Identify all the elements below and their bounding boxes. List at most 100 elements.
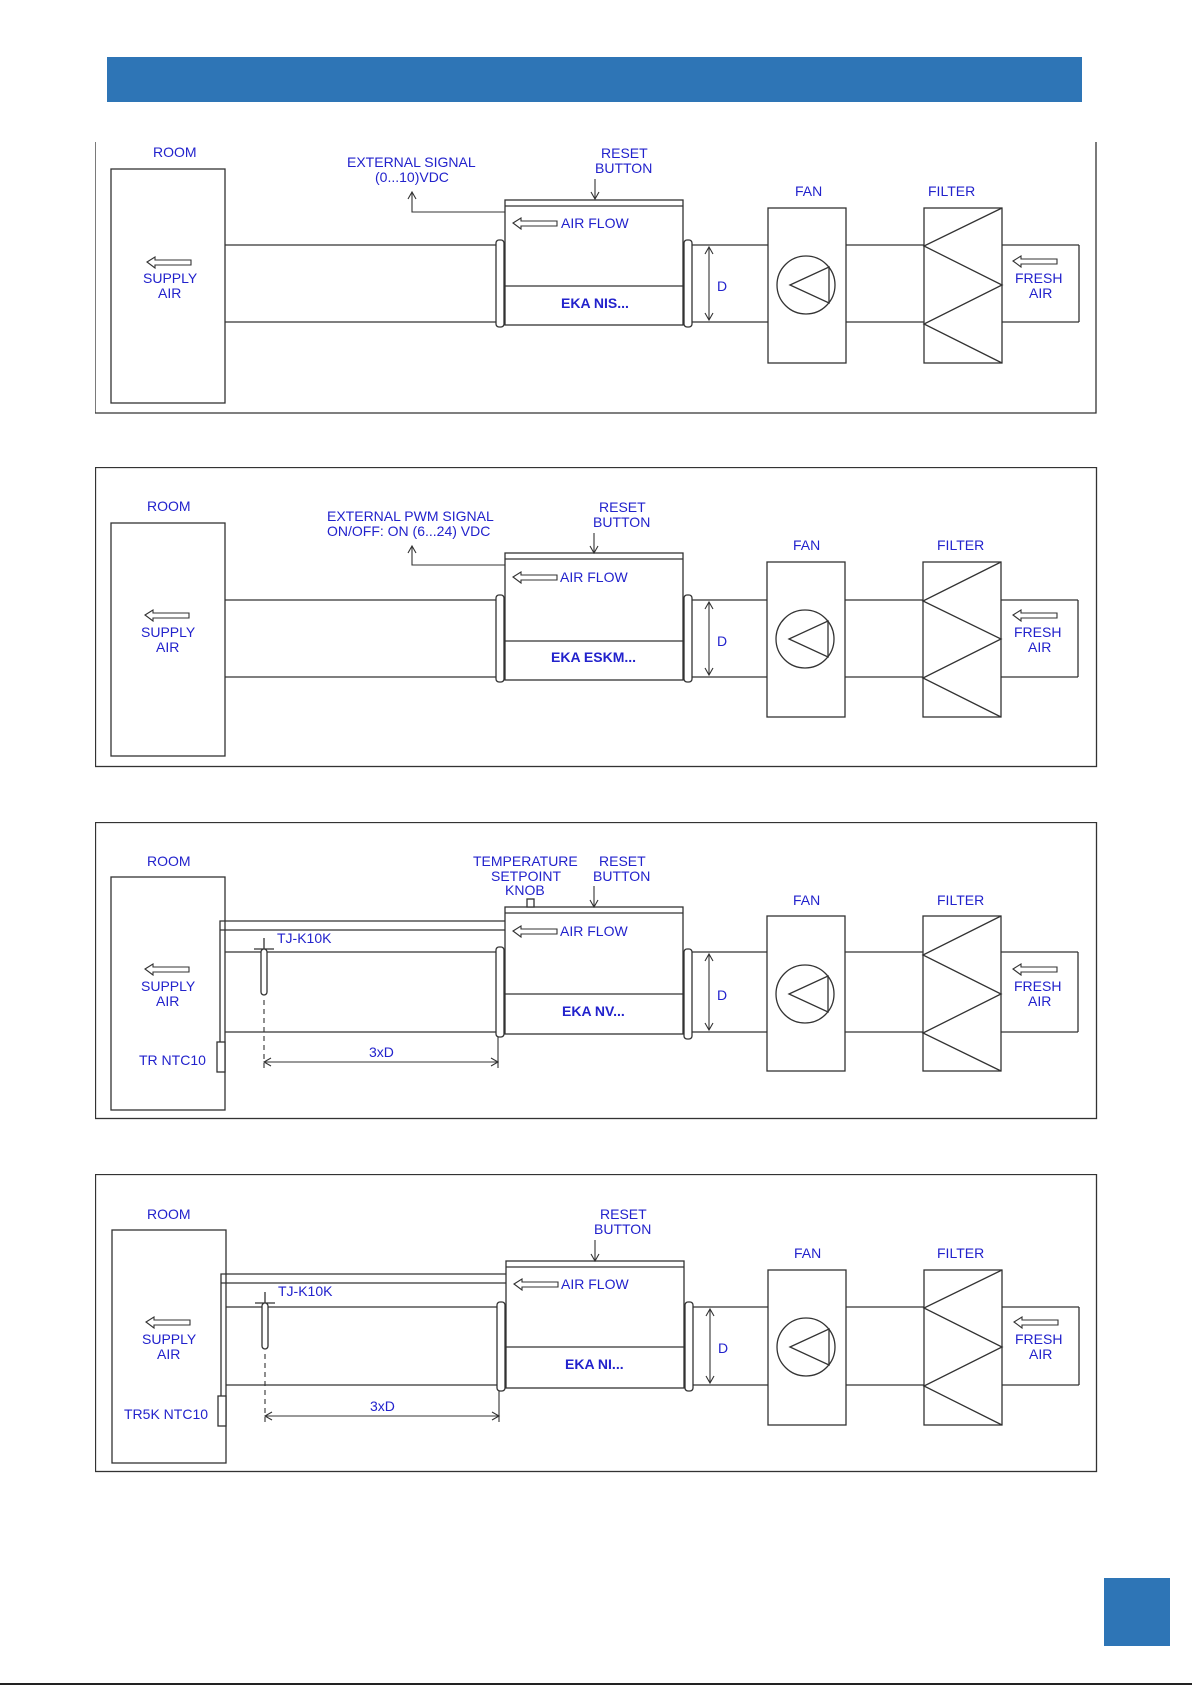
fan-label: FAN	[794, 1245, 821, 1261]
diagram-panel-1: ROOM SUPPLY AIR AIR FLOW EKA NIS... D EX…	[94, 142, 1098, 414]
signal-label-line1: EXTERNAL PWM SIGNAL	[327, 508, 494, 524]
knob-label-line2: SETPOINT	[491, 868, 561, 884]
airflow-arrow-icon	[513, 1278, 559, 1292]
airflow-label: AIR FLOW	[561, 215, 629, 231]
reset-label-line2: BUTTON	[593, 514, 650, 530]
supply-label-line1: SUPPLY	[141, 624, 196, 640]
airflow-label: AIR FLOW	[561, 1276, 629, 1292]
filter-unit	[922, 561, 1002, 718]
fan-unit	[767, 207, 847, 364]
room-label: ROOM	[147, 1206, 191, 1222]
fresh-arrow-icon	[1012, 609, 1058, 623]
fresh-label-line1: FRESH	[1014, 624, 1061, 640]
supply-arrow-icon	[144, 609, 190, 623]
fresh-label-line2: AIR	[1028, 993, 1051, 1009]
reset-arrow-icon	[589, 899, 599, 909]
airflow-arrow-icon	[512, 571, 558, 585]
controller-model-label: EKA ESKM...	[551, 649, 636, 665]
signal-arrow-icon	[407, 544, 417, 554]
reset-label-line1: RESET	[601, 145, 648, 161]
page-number-tab	[1104, 1578, 1170, 1646]
fan-label: FAN	[793, 537, 820, 553]
supply-label-line1: SUPPLY	[143, 270, 198, 286]
filter-label: FILTER	[937, 1245, 984, 1261]
supply-arrow-icon	[145, 1316, 191, 1330]
diagram-panel-2: ROOM SUPPLY AIR AIR FLOW EKA ESKM... D E…	[94, 466, 1098, 768]
filter-icon	[922, 207, 1004, 364]
reset-label-line1: RESET	[599, 499, 646, 515]
bottom-rule	[0, 1683, 1192, 1685]
reset-label-line2: BUTTON	[593, 868, 650, 884]
room-sensor-label: TR NTC10	[139, 1052, 206, 1068]
supply-label-line1: SUPPLY	[141, 978, 196, 994]
signal-label-line2: (0...10)VDC	[375, 169, 449, 185]
reset-label-line1: RESET	[600, 1206, 647, 1222]
signal-arrow-icon	[407, 190, 417, 200]
fan-unit	[766, 915, 846, 1072]
duct-sensor-icon	[261, 1302, 269, 1350]
signal-label-line2: ON/OFF: ON (6...24) VDC	[327, 523, 490, 539]
room-box	[111, 1229, 227, 1464]
fresh-label-line1: FRESH	[1015, 1331, 1062, 1347]
knob-label-line3: KNOB	[505, 882, 545, 898]
fan-icon	[775, 609, 835, 669]
controller-model-label: EKA NIS...	[561, 295, 629, 311]
filter-icon	[922, 1269, 1004, 1426]
distance-label: 3xD	[369, 1044, 394, 1060]
fresh-arrow-icon	[1012, 255, 1058, 269]
controller-unit	[504, 199, 684, 326]
fresh-arrow-icon	[1012, 963, 1058, 977]
reset-label-line2: BUTTON	[594, 1221, 651, 1237]
distance-label: 3xD	[370, 1398, 395, 1414]
fresh-label-line1: FRESH	[1014, 978, 1061, 994]
diameter-label: D	[717, 987, 727, 1003]
reset-arrow-icon	[589, 545, 599, 555]
fan-icon	[776, 1317, 836, 1377]
controller-model-label: EKA NI...	[565, 1356, 624, 1372]
knob-label-line1: TEMPERATURE	[473, 853, 578, 869]
reset-label-line2: BUTTON	[595, 160, 652, 176]
filter-icon	[921, 915, 1003, 1072]
fresh-label-line2: AIR	[1029, 285, 1052, 301]
supply-arrow-icon	[144, 963, 190, 977]
fan-icon	[775, 964, 835, 1024]
supply-label-line2: AIR	[157, 1346, 180, 1362]
fan-label: FAN	[795, 183, 822, 199]
filter-unit	[922, 915, 1002, 1072]
supply-label-line2: AIR	[158, 285, 181, 301]
reset-arrow-icon	[590, 191, 600, 201]
room-sensor-icon	[217, 1395, 227, 1427]
supply-arrow-icon	[146, 256, 192, 270]
duct-sensor-label: TJ-K10K	[278, 1283, 333, 1299]
room-label: ROOM	[147, 853, 191, 869]
diameter-label: D	[717, 633, 727, 649]
filter-label: FILTER	[937, 537, 984, 553]
room-sensor-icon	[216, 1041, 226, 1073]
fresh-label-line2: AIR	[1028, 639, 1051, 655]
room-label: ROOM	[147, 498, 191, 514]
diameter-label: D	[717, 278, 727, 294]
filter-label: FILTER	[928, 183, 975, 199]
room-box	[110, 522, 226, 757]
diagram-panel-3: ROOM SUPPLY AIR TR NTC10 TJ-K10K 3xD AIR…	[94, 821, 1098, 1121]
room-sensor-label: TR5K NTC10	[124, 1406, 208, 1422]
fan-label: FAN	[793, 892, 820, 908]
fan-unit	[767, 1269, 847, 1426]
airflow-arrow-icon	[512, 217, 558, 231]
room-label: ROOM	[153, 144, 197, 160]
fresh-label-line2: AIR	[1029, 1346, 1052, 1362]
controller-unit	[504, 906, 684, 1035]
supply-label-line2: AIR	[156, 993, 179, 1009]
room-box	[110, 876, 226, 1111]
filter-label: FILTER	[937, 892, 984, 908]
filter-unit	[923, 1269, 1003, 1426]
fresh-label-line1: FRESH	[1015, 270, 1062, 286]
airflow-arrow-icon	[512, 925, 558, 939]
knob-icon[interactable]	[526, 898, 535, 908]
fan-unit	[766, 561, 846, 718]
controller-unit	[504, 552, 684, 681]
duct-sensor-label: TJ-K10K	[277, 930, 332, 946]
diagram-panel-4: ROOM SUPPLY AIR TR5K NTC10 TJ-K10K 3xD A…	[94, 1173, 1098, 1474]
room-box	[110, 168, 226, 404]
reset-label-line1: RESET	[599, 853, 646, 869]
